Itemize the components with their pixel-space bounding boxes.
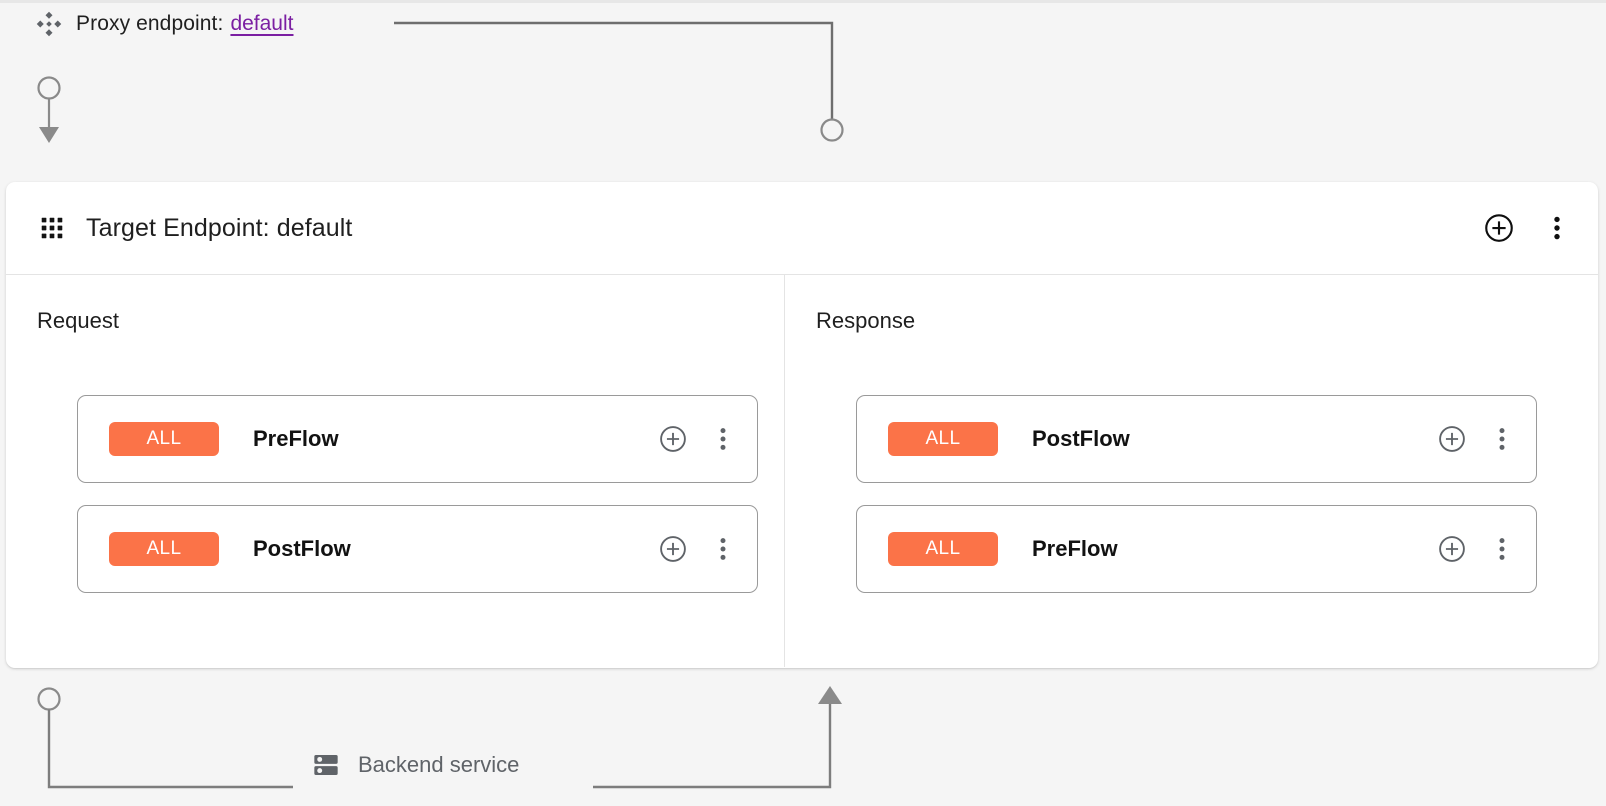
flow-condition-badge: ALL (109, 532, 219, 566)
header-actions (1484, 213, 1568, 243)
more-vert-icon[interactable] (713, 536, 733, 562)
target-endpoint-header: Target Endpoint: default (6, 182, 1598, 275)
more-vert-icon[interactable] (1492, 426, 1512, 452)
target-endpoint-panel: Target Endpoint: default (6, 182, 1598, 668)
server-icon (311, 750, 341, 780)
flow-name: PostFlow (253, 536, 351, 561)
flow-card-request-postflow[interactable]: ALL PostFlow (77, 505, 758, 593)
flow-card-actions (659, 535, 733, 563)
apps-grid-icon (38, 214, 66, 242)
flow-condition-badge: ALL (888, 532, 998, 566)
top-divider (0, 0, 1606, 3)
wire-backend-to-target (593, 686, 842, 789)
flow-card-request-preflow[interactable]: ALL PreFlow (77, 395, 758, 483)
response-column-title: Response (816, 308, 916, 333)
proxy-endpoint-value-link[interactable]: default (230, 12, 294, 35)
request-column: Request ALL PreFlow (6, 275, 785, 667)
flow-card-actions (1438, 535, 1512, 563)
flow-condition-badge: ALL (109, 422, 219, 456)
flow-card-response-postflow[interactable]: ALL PostFlow (856, 395, 1537, 483)
backend-service-row[interactable]: Backend service (311, 745, 519, 785)
flow-card-response-preflow[interactable]: ALL PreFlow (856, 505, 1537, 593)
add-circle-icon[interactable] (659, 425, 687, 453)
response-flow-list: ALL PostFlow (856, 395, 1537, 593)
wire-proxy-request-down (37, 76, 61, 143)
more-vert-icon[interactable] (1492, 536, 1512, 562)
flow-name: PostFlow (1032, 426, 1130, 451)
response-column: Response ALL PostFlow (785, 275, 1598, 667)
request-flow-list: ALL PreFlow (77, 395, 758, 593)
add-circle-icon[interactable] (1438, 535, 1466, 563)
proxy-endpoint-label: Proxy endpoint: (76, 12, 224, 35)
proxy-endpoint-icon (34, 9, 64, 39)
page-title: Target Endpoint: default (86, 213, 353, 242)
wire-proxy-to-target (394, 21, 844, 142)
add-circle-icon[interactable] (1484, 213, 1514, 243)
flow-card-actions (1438, 425, 1512, 453)
flow-name: PreFlow (253, 426, 339, 451)
add-circle-icon[interactable] (1438, 425, 1466, 453)
flow-card-actions (659, 425, 733, 453)
flow-condition-badge: ALL (888, 422, 998, 456)
add-circle-icon[interactable] (659, 535, 687, 563)
proxy-endpoint-row: Proxy endpoint: default (34, 6, 294, 42)
more-vert-icon[interactable] (713, 426, 733, 452)
wire-target-to-backend (37, 687, 293, 789)
request-column-title: Request (37, 308, 119, 333)
more-vert-icon[interactable] (1546, 214, 1568, 242)
backend-service-label: Backend service (358, 752, 520, 777)
flows-body: Request ALL PreFlow (6, 275, 1598, 667)
flow-name: PreFlow (1032, 536, 1118, 561)
